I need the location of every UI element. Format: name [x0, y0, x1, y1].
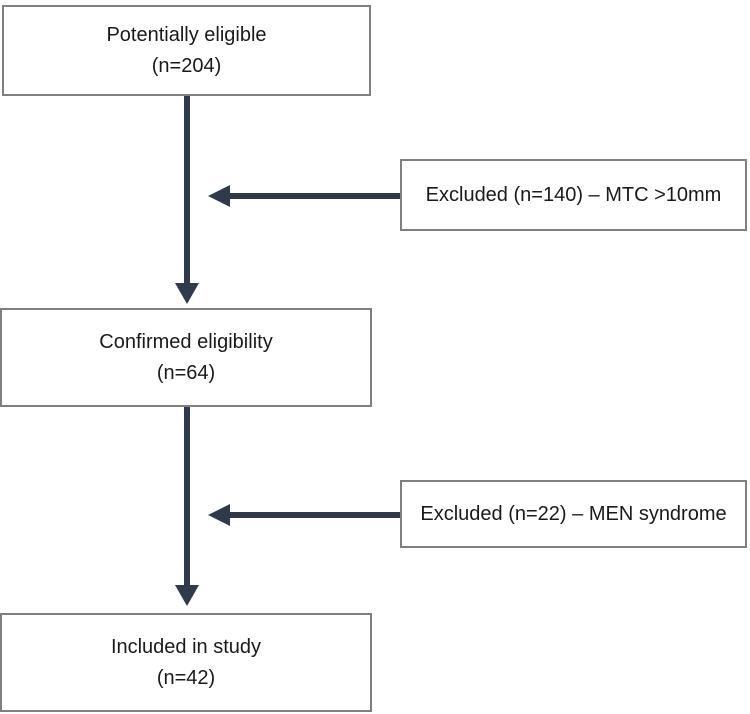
- node-label-line2: (n=42): [156, 666, 216, 689]
- node-included-in-study: Included in study (n=42): [0, 613, 372, 712]
- node-label: Excluded (n=22) – MEN syndrome: [420, 503, 727, 525]
- node-excluded-men: Excluded (n=22) – MEN syndrome: [400, 480, 747, 548]
- node-label-line2: (n=204): [151, 54, 222, 77]
- node-potentially-eligible: Potentially eligible (n=204): [2, 5, 371, 96]
- arrow-left-excluded-men: [208, 504, 400, 526]
- node-label: Excluded (n=140) – MTC >10mm: [425, 184, 722, 206]
- arrow-left-excluded-mtc: [208, 185, 400, 207]
- node-label-line1: Included in study: [110, 635, 262, 658]
- node-excluded-mtc: Excluded (n=140) – MTC >10mm: [400, 159, 747, 231]
- arrow-down-2: [175, 407, 199, 606]
- node-label-line2: (n=64): [156, 361, 216, 384]
- arrow-down-1: [175, 96, 199, 304]
- node-label-line1: Potentially eligible: [106, 23, 267, 46]
- node-label-line1: Confirmed eligibility: [99, 330, 273, 353]
- node-confirmed-eligibility: Confirmed eligibility (n=64): [0, 308, 372, 407]
